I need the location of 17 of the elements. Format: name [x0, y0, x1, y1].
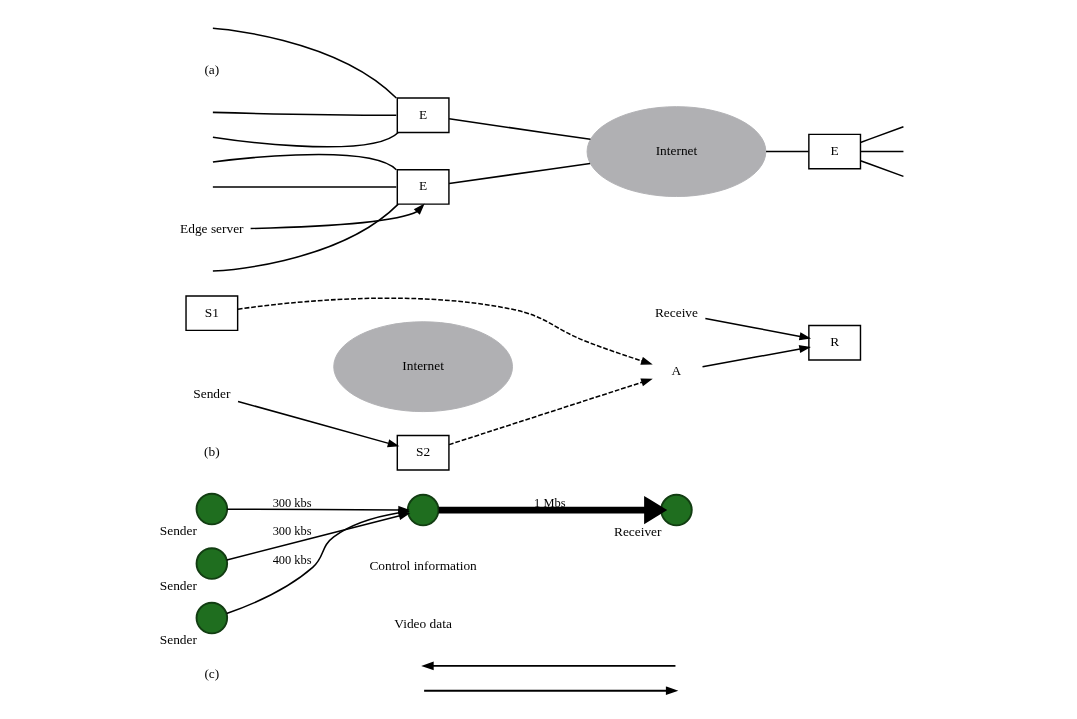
- edge-label: 300 kbs: [272, 495, 312, 510]
- edge-label: 300 kbs: [272, 524, 312, 539]
- label: (c): [203, 666, 219, 682]
- label: (b): [203, 444, 220, 460]
- node-text: A: [671, 362, 681, 378]
- node-label: Sender: [159, 577, 197, 593]
- node-text: Edge server: [179, 220, 244, 236]
- node-text: Sender: [192, 385, 230, 401]
- node-label: Receiver: [613, 524, 661, 540]
- node-label: Sender: [159, 632, 197, 648]
- edge-label: 400 kbs: [272, 552, 312, 567]
- label: Video data: [393, 616, 452, 632]
- node-label: Sender: [159, 523, 197, 539]
- edge-label: 1 Mbs: [533, 495, 565, 510]
- node-text: Receive: [654, 304, 698, 320]
- label: (a): [203, 61, 219, 77]
- label: Control information: [368, 558, 477, 574]
